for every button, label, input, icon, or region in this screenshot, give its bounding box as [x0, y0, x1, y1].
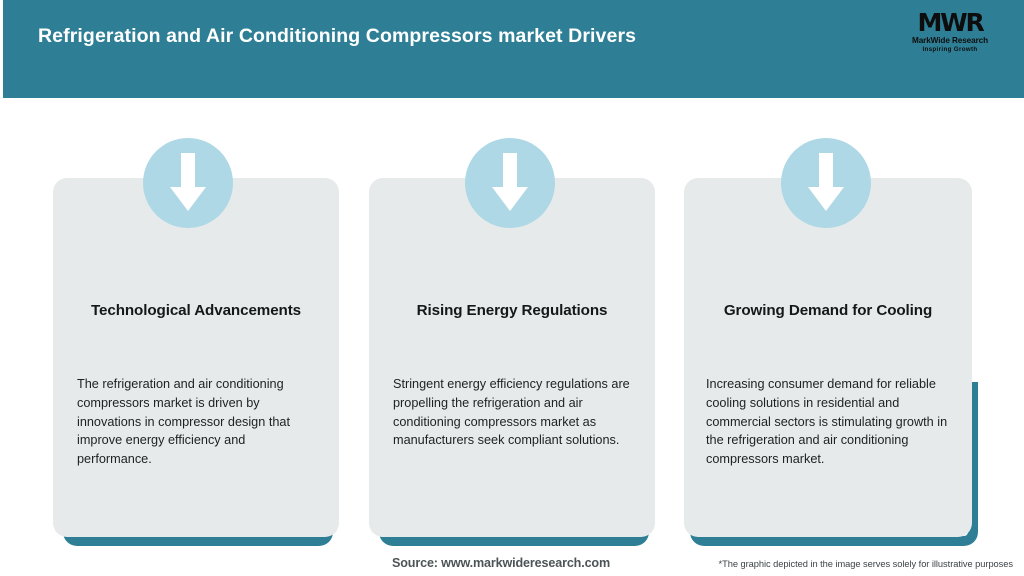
card-body-text: The refrigeration and air conditioning c…	[77, 377, 290, 467]
logo-tagline: Inspiring Growth	[922, 46, 978, 53]
card-heading: Growing Demand for Cooling	[723, 302, 933, 319]
footer-disclaimer: *The graphic depicted in the image serve…	[718, 559, 1014, 569]
logo-company-name: MarkWide Research	[911, 36, 989, 45]
logo-monogram: MWR	[917, 8, 984, 37]
arrow-down-icon	[781, 138, 871, 228]
card-body-text: Stringent energy efficiency regulations …	[393, 377, 630, 448]
header-bar	[3, 0, 1024, 98]
card-heading: Technological Advancements	[90, 302, 302, 319]
footer-source: Source: www.markwideresearch.com	[392, 556, 611, 570]
brand-logo: MWR MarkWide Research Inspiring Growth	[902, 9, 998, 54]
page-title: Refrigeration and Air Conditioning Compr…	[38, 25, 637, 47]
card-panel: Technological Advancements The refrigera…	[53, 178, 339, 537]
card-body-text: Increasing consumer demand for reliable …	[706, 377, 948, 467]
arrow-down-icon	[465, 138, 555, 228]
card-heading: Rising Energy Regulations	[416, 302, 608, 319]
card-panel: Growing Demand for Cooling Increasing co…	[684, 178, 972, 537]
arrow-down-icon	[143, 138, 233, 228]
card-panel: Rising Energy Regulations Stringent ener…	[369, 178, 655, 537]
